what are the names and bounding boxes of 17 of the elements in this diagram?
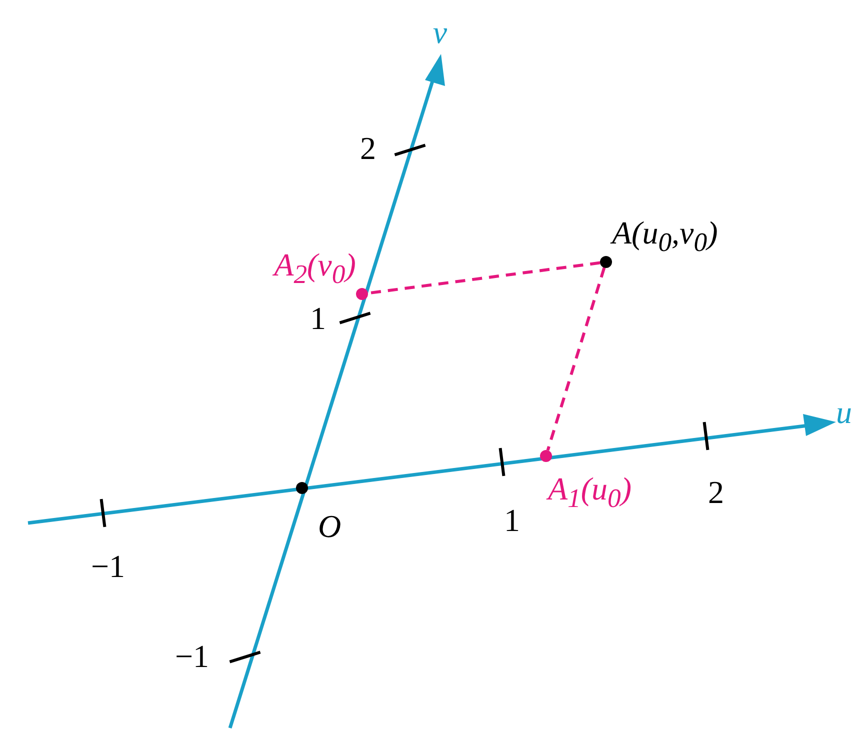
point-label: A(u$_{0}$,v$_{0}$)	[612, 216, 718, 256]
point-dot	[356, 288, 368, 300]
axis-name: u	[836, 396, 852, 428]
point-label: O	[318, 510, 342, 542]
point-dot	[600, 256, 612, 268]
tick-label: 1	[504, 504, 520, 536]
point-label: A$_{2}$(v$_{0}$)	[274, 248, 356, 288]
tick-label: −1	[174, 640, 210, 672]
tick-label: 2	[708, 476, 724, 508]
tick-label: 2	[360, 132, 376, 164]
point-dot	[296, 482, 308, 494]
point-label: A$_{1}$(u$_{0}$)	[548, 472, 632, 512]
tick-label: −1	[90, 550, 126, 582]
dashed-line	[546, 267, 606, 451]
point-dot	[540, 450, 552, 462]
axis-name: v	[432, 16, 448, 48]
tick-label: 1	[310, 302, 326, 334]
